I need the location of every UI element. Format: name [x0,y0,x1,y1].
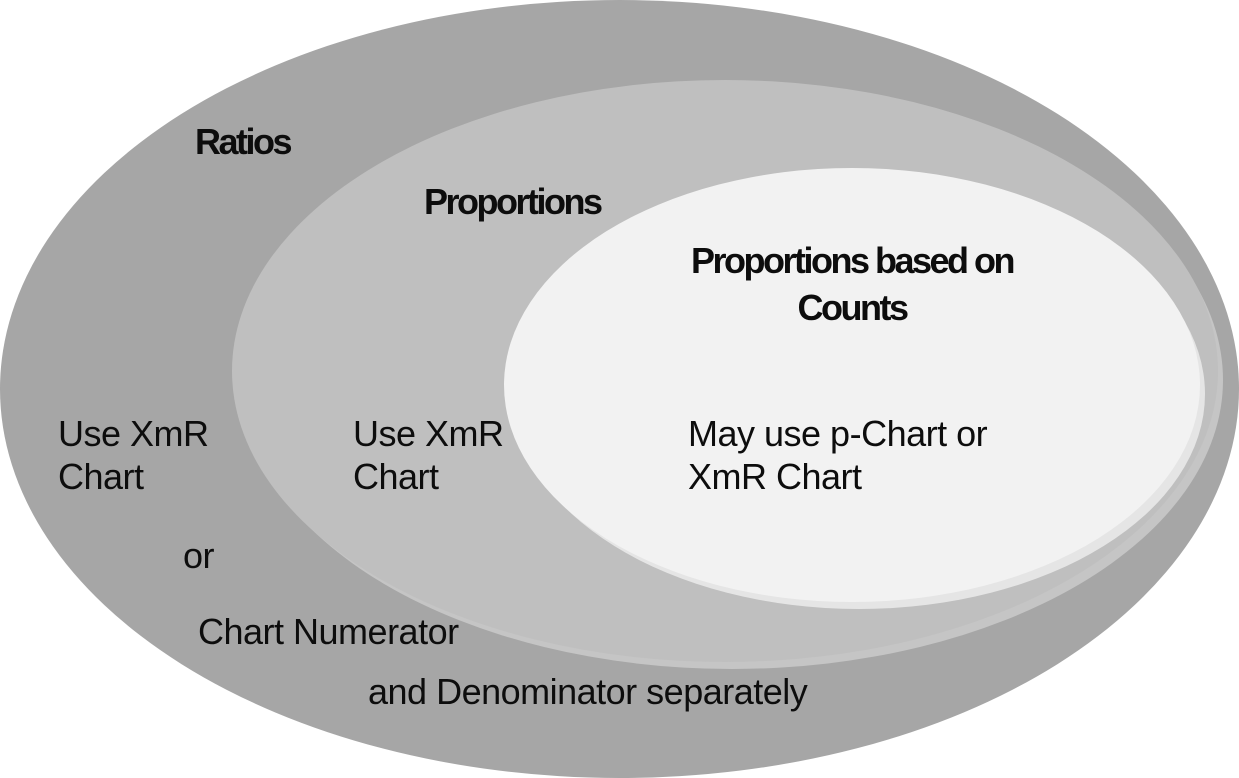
proportions-based-on-counts-guidance-text: May use p-Chart or XmR Chart [688,413,988,497]
ratios-label: Ratios [195,121,293,162]
proportions-label: Proportions [424,181,603,222]
proportions-guidance-text: Use XmR Chart [353,413,504,497]
denominator-separately-text: and Denominator separately [368,671,808,712]
ratios-guidance-text: Use XmR Chart [58,413,209,497]
proportions-based-on-counts-ellipse [504,168,1200,602]
or-text: or [183,535,215,576]
proportions-based-on-counts-label: Proportions based on Counts [690,240,1016,328]
chart-numerator-text: Chart Numerator [198,611,459,652]
